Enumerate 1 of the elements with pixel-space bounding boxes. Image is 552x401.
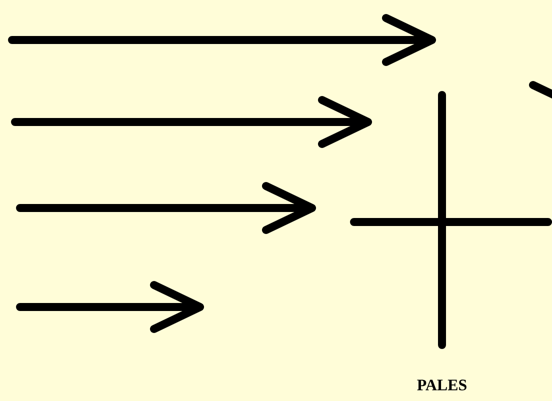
caption-label: PALES <box>417 380 466 390</box>
